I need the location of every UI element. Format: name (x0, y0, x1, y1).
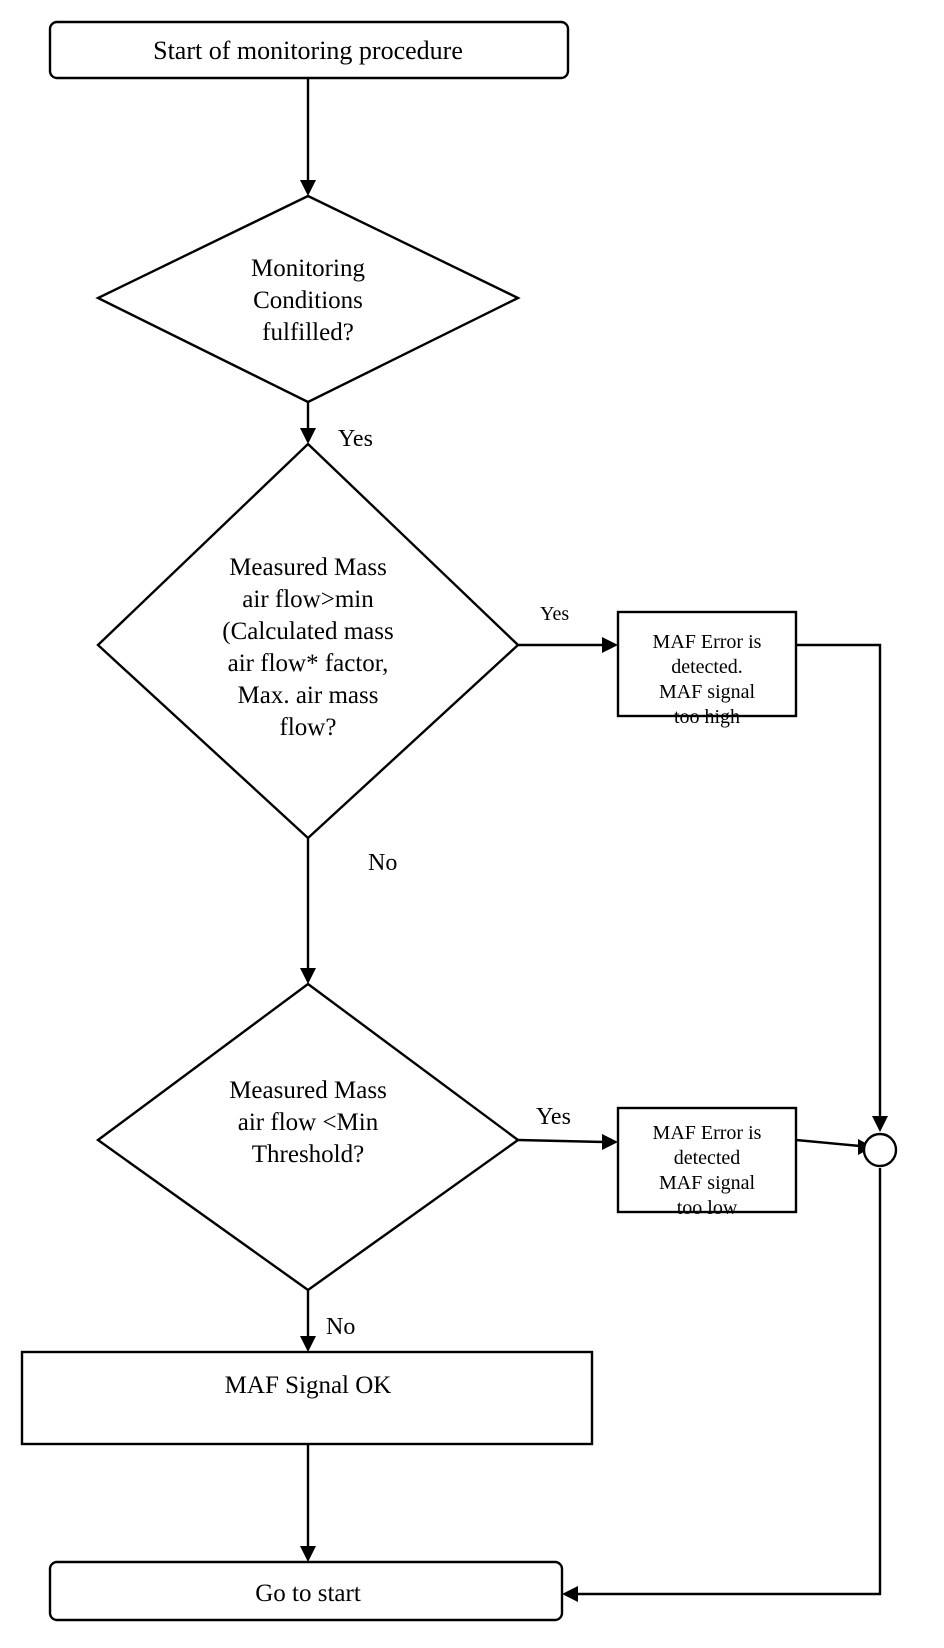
decision-line: air flow* factor, (228, 650, 389, 677)
arrowhead-to-ok (300, 1336, 316, 1352)
decision-line: Monitoring (251, 255, 365, 282)
process-maf-error-high-label: MAF Error is detected. MAF signal too hi… (653, 631, 762, 728)
decision-line: (Calculated mass (222, 618, 393, 645)
start-node-label: Start of monitoring procedure (153, 36, 463, 65)
arrowhead-to-conditions (300, 180, 316, 196)
connectors (306, 78, 882, 1596)
decision-line: Conditions (253, 287, 363, 314)
process-line: MAF Error is (653, 1122, 762, 1144)
process-line: MAF signal (659, 681, 756, 703)
decision-monitoring-conditions-label: Monitoring Conditions fulfilled? (251, 255, 365, 346)
process-line: MAF Error is (653, 631, 762, 653)
edge-label-conditions-yes: Yes (338, 426, 373, 452)
decision-line: fulfilled? (262, 319, 354, 346)
edge-label-low-no: No (326, 1314, 355, 1340)
decision-line: flow? (280, 714, 337, 741)
process-maf-signal-ok-label: MAF Signal OK (225, 1372, 392, 1399)
decision-mass-airflow-low-label: Measured Mass air flow <Min Threshold? (229, 1077, 387, 1168)
decision-monitoring-conditions (95, 194, 521, 404)
arrowhead-into-junction-top (872, 1116, 888, 1132)
connector-error-high-to-junction (796, 643, 882, 1118)
decision-mass-airflow-high (96, 442, 520, 840)
connector-junction-to-goto (578, 1168, 882, 1596)
process-maf-error-low (616, 1106, 798, 1214)
process-line: too high (674, 706, 740, 728)
arrowhead-to-low (300, 968, 316, 984)
junction-connector (862, 1132, 898, 1168)
decision-mass-airflow-high-label: Measured Mass air flow>min (Calculated m… (222, 554, 393, 741)
connector-low-yes-to-error-low (517, 1138, 605, 1144)
end-go-to-start (48, 1560, 564, 1622)
decision-line: Max. air mass (238, 682, 379, 709)
decision-line: Threshold? (252, 1141, 364, 1168)
decision-mass-airflow-low (95, 982, 521, 1292)
connector-error-low-to-junction (795, 1138, 861, 1148)
arrowhead-to-goto (300, 1546, 316, 1562)
edge-label-high-no: No (368, 850, 397, 876)
process-line: detected (674, 1147, 741, 1169)
process-line: detected. (671, 656, 743, 678)
arrowhead-to-error-low (602, 1134, 618, 1150)
process-line: MAF signal (659, 1172, 756, 1194)
arrowhead-into-goto-right (562, 1586, 578, 1602)
process-maf-error-high (616, 610, 798, 718)
start-node (48, 20, 570, 80)
end-go-to-start-label: Go to start (255, 1580, 361, 1607)
decision-line: Measured Mass (229, 554, 387, 581)
edge-label-high-yes: Yes (540, 603, 569, 625)
edge-label-low-yes: Yes (536, 1104, 571, 1130)
arrowhead-to-high (300, 428, 316, 444)
decision-line: air flow <Min (238, 1109, 379, 1136)
decision-line: air flow>min (242, 586, 374, 613)
decision-line: Measured Mass (229, 1077, 387, 1104)
process-maf-error-low-label: MAF Error is detected MAF signal too low (653, 1122, 762, 1219)
arrowhead-to-error-high (602, 637, 618, 653)
process-line: too low (677, 1197, 738, 1219)
process-maf-signal-ok (20, 1350, 594, 1446)
